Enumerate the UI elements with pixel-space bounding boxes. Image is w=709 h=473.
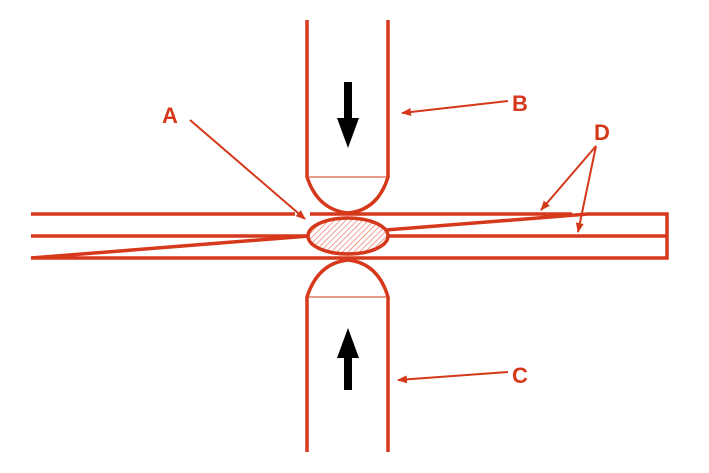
leader-d2 xyxy=(575,145,597,233)
leader-d1 xyxy=(540,145,597,211)
label-d: D xyxy=(594,120,610,145)
label-b: B xyxy=(512,91,528,116)
label-c: C xyxy=(512,363,528,388)
force-arrow-down-icon xyxy=(337,82,359,148)
force-arrow-up-icon xyxy=(337,328,359,390)
lower-electrode xyxy=(305,258,390,452)
weld-nugget xyxy=(306,216,390,256)
leader-c xyxy=(397,371,509,384)
upper-electrode xyxy=(305,20,390,215)
leader-a xyxy=(189,119,306,220)
label-a: A xyxy=(162,103,178,128)
leader-b xyxy=(401,100,509,116)
